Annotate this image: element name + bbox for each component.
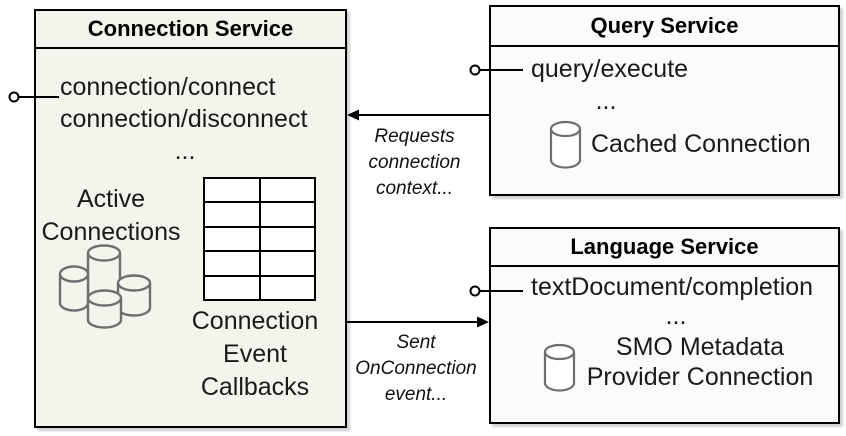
methods-ellipsis: ...: [174, 137, 196, 165]
database-icon: [543, 343, 576, 392]
method-connect: connection/connect: [60, 73, 276, 101]
methods-ellipsis: ...: [595, 87, 617, 115]
connection-service-title: Connection Service: [36, 11, 345, 49]
language-service-box: Language Service textDocument/completion…: [489, 227, 840, 424]
query-service-methods: query/execute ...: [531, 53, 689, 117]
sent-onconnection-event-label: Sent OnConnection event...: [355, 332, 477, 405]
interface-endpoint-icon: [469, 64, 481, 76]
query-service-title: Query Service: [491, 7, 838, 47]
database-cylinders-cluster-icon: [58, 244, 152, 329]
table-grid-icon: [203, 177, 316, 301]
query-service-box: Query Service query/execute ... Cached C…: [489, 5, 840, 196]
connection-service-box: Connection Service connection/connect co…: [34, 9, 347, 428]
method-disconnect: connection/disconnect: [60, 105, 308, 133]
interface-endpoint-icon: [469, 285, 481, 297]
requests-connection-context-label: Requests connection context...: [368, 126, 461, 199]
method-textdocument-completion: textDocument/completion: [531, 273, 814, 301]
smo-metadata-provider-connection-label: SMO Metadata Provider Connection: [586, 333, 814, 391]
table-cell: [259, 251, 315, 276]
cached-connection-label: Cached Connection: [591, 130, 811, 158]
active-connections-label: Active Connections: [41, 185, 181, 246]
table-cell: [259, 178, 315, 203]
method-query-execute: query/execute: [531, 55, 689, 83]
table-cell: [204, 178, 260, 203]
arrowhead-right-icon: [477, 316, 489, 328]
table-cell: [204, 226, 260, 252]
table-cell: [204, 251, 260, 276]
connection-event-callbacks-label: Connection Event Callbacks: [191, 307, 319, 401]
database-icon: [549, 120, 582, 169]
table-cell: [204, 202, 260, 227]
table-cell: [204, 275, 260, 300]
table-cell: [259, 275, 315, 300]
language-service-title: Language Service: [491, 229, 838, 267]
table-cell: [259, 202, 315, 227]
language-service-methods: textDocument/completion ...: [531, 273, 821, 331]
table-cell: [259, 226, 315, 252]
interface-endpoint-icon: [8, 91, 20, 103]
arrowhead-left-icon: [347, 109, 359, 121]
connection-service-methods: connection/connect connection/disconnect…: [60, 71, 310, 167]
methods-ellipsis: ...: [665, 302, 687, 330]
